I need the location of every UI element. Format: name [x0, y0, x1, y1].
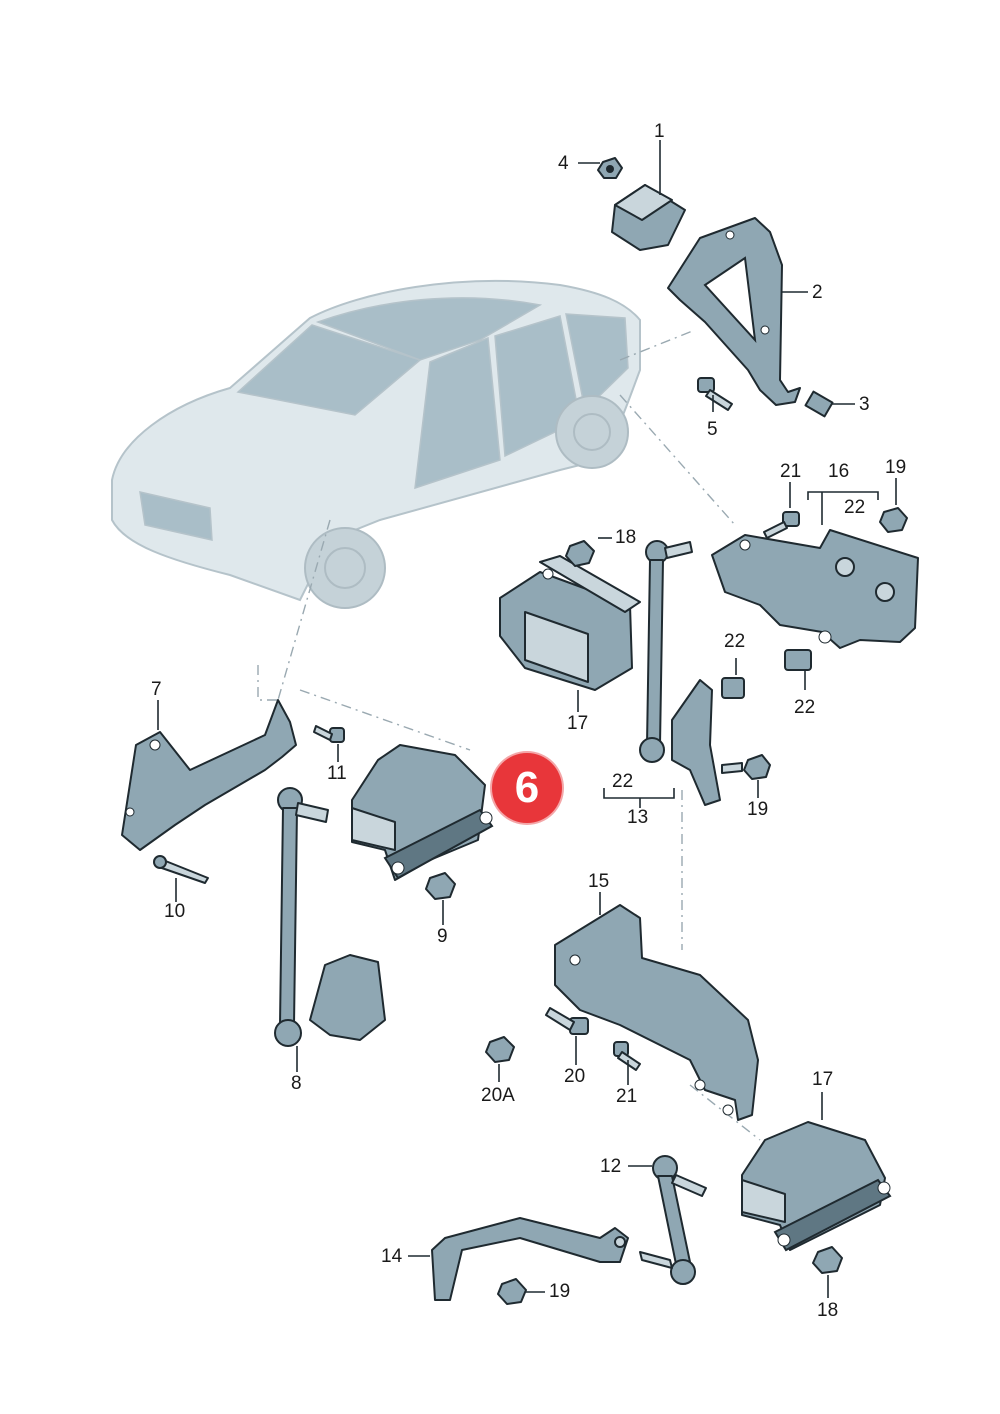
rear-hub — [573, 413, 611, 451]
callout-22b: 22 — [724, 631, 746, 652]
front-hub — [324, 547, 366, 589]
part-10-rivet — [153, 855, 209, 884]
callout-7: 7 — [151, 679, 162, 700]
callout-5: 5 — [707, 419, 718, 440]
grille — [139, 491, 213, 541]
callout-22a: 22 — [844, 497, 866, 518]
callout-10: 10 — [164, 901, 186, 922]
part-20-bolt — [545, 1007, 589, 1035]
part-4-nut — [597, 157, 623, 179]
callout-22d: 22 — [612, 771, 634, 792]
part-8-link-rod — [274, 787, 386, 1047]
car-illustration — [111, 279, 641, 609]
part-21-bolt-upper — [763, 511, 800, 539]
highlight-badge: 6 — [492, 753, 562, 823]
callout-12: 12 — [600, 1156, 622, 1177]
callout-4: 4 — [558, 153, 569, 174]
part-19-nut-upper — [879, 507, 908, 533]
part-17-sensor-lower — [741, 1121, 892, 1252]
callout-20a: 20A — [481, 1085, 515, 1106]
part-22-clips-right — [721, 649, 812, 699]
callout-19b: 19 — [747, 799, 769, 820]
callout-3: 3 — [859, 394, 870, 415]
part-11-bolt — [313, 725, 345, 743]
callout-19a: 19 — [885, 457, 907, 478]
part-5-bolt — [697, 377, 733, 411]
callout-17b: 17 — [812, 1069, 834, 1090]
callout-19c: 19 — [549, 1281, 571, 1302]
part-2-bracket — [667, 217, 801, 406]
part-7-bracket — [121, 699, 297, 851]
callout-14: 14 — [381, 1246, 403, 1267]
part-18-nut-middle — [565, 540, 595, 567]
callout-17a: 17 — [567, 713, 589, 734]
callout-21a: 21 — [780, 461, 802, 482]
part-19-nut-lower — [497, 1278, 527, 1305]
part-3-clip — [804, 390, 834, 418]
part-18-nut-lower — [812, 1246, 843, 1274]
part-19-nut-middle — [721, 754, 771, 780]
roof-glass — [315, 297, 543, 361]
part-12-link-rod — [639, 1155, 707, 1285]
rear-quarter-window — [565, 313, 629, 412]
callout-11: 11 — [327, 763, 347, 784]
callout-8: 8 — [291, 1073, 302, 1094]
part-15-bracket — [554, 904, 759, 1121]
part-17-sensor-middle — [499, 555, 641, 691]
callout-1: 1 — [654, 121, 665, 142]
callout-9: 9 — [437, 926, 448, 947]
leader-lines — [157, 140, 897, 1298]
part-14-bracket — [431, 1217, 629, 1301]
callout-18b: 18 — [817, 1300, 839, 1321]
callout-2: 2 — [812, 282, 823, 303]
callout-22c: 22 — [794, 697, 816, 718]
part-21-bolt-lower — [613, 1041, 641, 1071]
part-16-bracket — [711, 529, 919, 649]
part-6-sensor — [351, 744, 494, 881]
part-13-link-rod — [639, 540, 721, 806]
callout-21b: 21 — [616, 1086, 638, 1107]
callout-20: 20 — [564, 1066, 586, 1087]
callout-18a: 18 — [615, 527, 637, 548]
part-1-module — [611, 184, 686, 251]
callout-15: 15 — [588, 871, 610, 892]
part-9-nut — [425, 872, 456, 900]
part-20a-nut — [485, 1036, 515, 1063]
front-door-window — [414, 336, 501, 490]
callout-16: 16 — [828, 461, 850, 482]
callout-13: 13 — [627, 807, 649, 828]
